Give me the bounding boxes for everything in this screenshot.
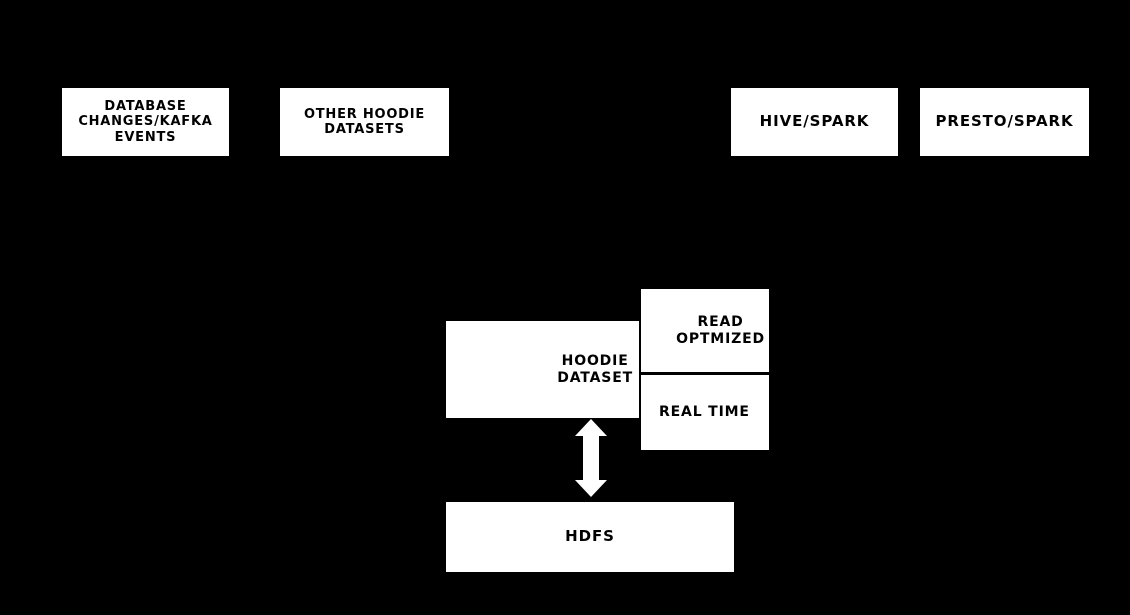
node-presto-spark[interactable]: Presto/Spark <box>920 88 1089 156</box>
views-divider <box>641 372 769 375</box>
node-database-changes-kafka-events[interactable]: Database Changes/Kafka Events <box>62 88 229 156</box>
node-hive-spark[interactable]: Hive/Spark <box>731 88 898 156</box>
node-real-time-view[interactable]: Real Time <box>641 375 769 450</box>
node-database-changes-kafka-events-label: Database Changes/Kafka Events <box>78 99 213 145</box>
node-real-time-view-label: Real Time <box>659 404 750 421</box>
node-hdfs-label: HDFS <box>565 527 615 546</box>
node-read-optimized-view[interactable]: Read Optmized <box>641 289 769 372</box>
node-other-hoodie-datasets-label: Other Hoodie Datasets <box>303 106 426 137</box>
node-presto-spark-label: Presto/Spark <box>935 112 1074 131</box>
node-read-optimized-view-label: Read Optmized <box>676 313 765 347</box>
node-hive-spark-label: Hive/Spark <box>759 112 870 131</box>
node-hoodie-dataset[interactable]: Hoodie Dataset <box>446 321 639 418</box>
double-headed-arrow-icon <box>575 419 607 497</box>
node-hdfs[interactable]: HDFS <box>446 502 734 572</box>
node-other-hoodie-datasets[interactable]: Other Hoodie Datasets <box>280 88 449 156</box>
node-hoodie-dataset-label: Hoodie Dataset <box>557 352 633 386</box>
